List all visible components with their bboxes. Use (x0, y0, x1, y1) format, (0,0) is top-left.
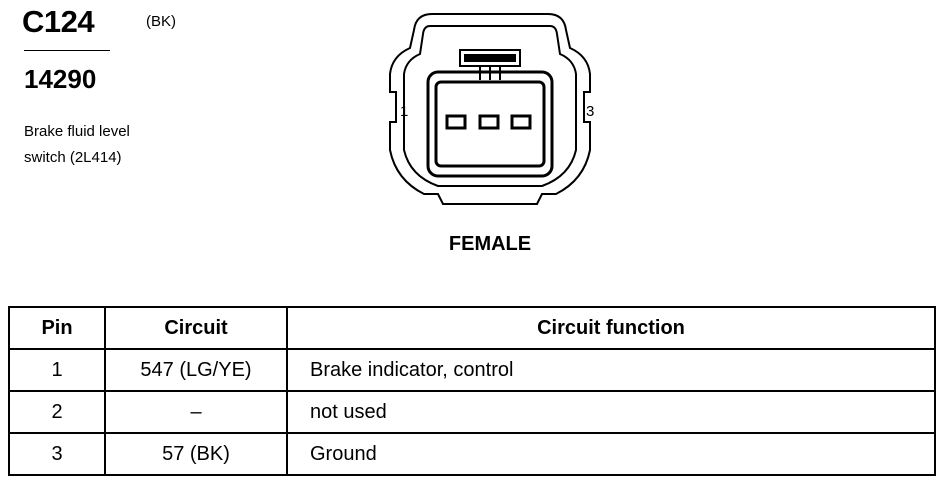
table-row: 1 547 (LG/YE) Brake indicator, control (8, 348, 936, 392)
function-cell: Brake indicator, control (286, 348, 936, 392)
component-description: switch (2L414) (24, 149, 122, 166)
function-cell: Ground (286, 432, 936, 476)
column-header-circuit: Circuit (104, 306, 288, 350)
table-row: 3 57 (BK) Ground (8, 432, 936, 476)
table-header-row: Pin Circuit Circuit function (8, 306, 936, 350)
divider (24, 50, 110, 51)
part-number: 14290 (24, 64, 97, 94)
table-row: 2 – not used (8, 390, 936, 434)
pin-cell: 2 (8, 390, 106, 434)
circuit-cell: 57 (BK) (104, 432, 288, 476)
connector-color: (BK) (146, 13, 176, 30)
connector-face-diagram: 1 3 (389, 13, 594, 205)
pin-label-3: 3 (586, 103, 594, 120)
component-description: Brake fluid level (24, 123, 130, 140)
pinout-table: Pin Circuit Circuit function 1 547 (LG/Y… (8, 306, 936, 476)
circuit-cell: – (104, 390, 288, 434)
column-header-function: Circuit function (286, 306, 936, 350)
column-header-pin: Pin (8, 306, 106, 350)
connector-view-label: FEMALE (448, 233, 532, 255)
pin-label-1: 1 (400, 103, 408, 120)
function-cell: not used (286, 390, 936, 434)
pin-cell: 3 (8, 432, 106, 476)
connector-id: C124 (22, 4, 95, 39)
pin-cell: 1 (8, 348, 106, 392)
circuit-cell: 547 (LG/YE) (104, 348, 288, 392)
